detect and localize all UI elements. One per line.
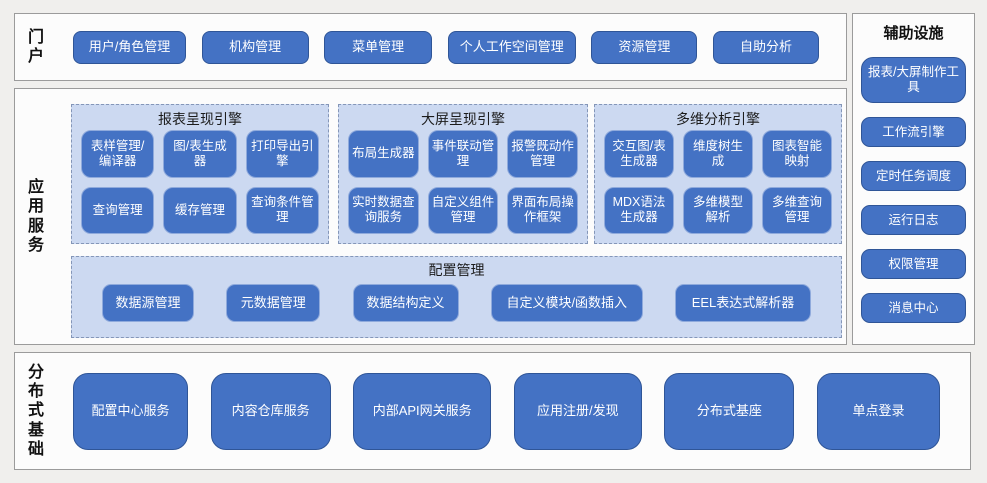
report-engine-panel: 报表呈现引擎 表样管理/编译器 图/表生成器 打印导出引擎 查询管理 缓存管理 … [71,104,329,244]
config-button-row: 数据源管理 元数据管理 数据结构定义 自定义模块/函数插入 EEL表达式解析器 [102,281,811,325]
engine-button-event-linkage[interactable]: 事件联动管理 [427,130,499,178]
config-panel: 配置管理 数据源管理 元数据管理 数据结构定义 自定义模块/函数插入 EEL表达… [71,256,842,338]
config-button-eel-parser[interactable]: EEL表达式解析器 [675,284,811,322]
portal-button-selfservice[interactable]: 自助分析 [712,30,819,64]
config-button-metadata[interactable]: 元数据管理 [226,284,321,322]
engine-button-chart-generator[interactable]: 图/表生成器 [163,130,237,178]
auxiliary-button-column: 报表/大屏制作工具 工作流引擎 定时任务调度 运行日志 权限管理 消息中心 [853,57,974,323]
engine-button-layout-generator[interactable]: 布局生成器 [348,130,419,178]
config-button-datasource[interactable]: 数据源管理 [102,284,194,322]
olap-engine-grid: 交互图/表生成器 维度树生成 图表智能映射 MDX语法生成器 多维模型解析 多维… [604,130,832,234]
auxiliary-section: 辅助设施 报表/大屏制作工具 工作流引擎 定时任务调度 运行日志 权限管理 消息… [852,13,975,345]
screen-engine-grid: 布局生成器 事件联动管理 报警既动作管理 实时数据查询服务 自定义组件管理 界面… [348,130,578,234]
portal-button-user-role[interactable]: 用户/角色管理 [73,30,186,64]
engine-button-print-export[interactable]: 打印导出引擎 [245,130,319,178]
portal-button-resource[interactable]: 资源管理 [591,30,698,64]
dist-button-distributed-base[interactable]: 分布式基座 [664,372,795,450]
olap-engine-panel: 多维分析引擎 交互图/表生成器 维度树生成 图表智能映射 MDX语法生成器 多维… [594,104,842,244]
report-engine-grid: 表样管理/编译器 图/表生成器 打印导出引擎 查询管理 缓存管理 查询条件管理 [81,130,319,234]
config-button-data-structure[interactable]: 数据结构定义 [352,284,459,322]
distributed-button-row: 配置中心服务 内容仓库服务 内部API网关服务 应用注册/发现 分布式基座 单点… [73,353,940,469]
portal-section-label: 门户 [27,28,44,65]
portal-button-row: 用户/角色管理 机构管理 菜单管理 个人工作空间管理 资源管理 自助分析 [73,14,819,80]
app-services-section-label: 应用服务 [27,179,44,254]
portal-button-workspace[interactable]: 个人工作空间管理 [447,30,576,64]
engine-button-multidim-query[interactable]: 多维查询管理 [762,186,832,234]
config-panel-title: 配置管理 [428,262,485,278]
aux-button-task-scheduler[interactable]: 定时任务调度 [861,161,966,191]
portal-section: 门户 用户/角色管理 机构管理 菜单管理 个人工作空间管理 资源管理 自助分析 [14,13,847,81]
distributed-section-label: 分布式基础 [27,364,44,458]
aux-button-report-screen-tools[interactable]: 报表/大屏制作工具 [861,57,966,103]
aux-button-workflow-engine[interactable]: 工作流引擎 [861,117,966,147]
config-button-custom-module[interactable]: 自定义模块/函数插入 [490,284,643,322]
portal-button-org[interactable]: 机构管理 [201,30,309,64]
engine-button-smart-mapping[interactable]: 图表智能映射 [762,130,832,178]
distributed-section: 分布式基础 配置中心服务 内容仓库服务 内部API网关服务 应用注册/发现 分布… [14,352,971,470]
app-services-section: 应用服务 报表呈现引擎 表样管理/编译器 图/表生成器 打印导出引擎 查询管理 … [14,88,847,345]
engine-button-dimension-tree[interactable]: 维度树生成 [683,130,753,178]
engine-button-cache-mgmt[interactable]: 缓存管理 [163,186,237,234]
screen-engine-panel: 大屏呈现引擎 布局生成器 事件联动管理 报警既动作管理 实时数据查询服务 自定义… [338,104,588,244]
engine-button-model-parsing[interactable]: 多维模型解析 [683,186,753,234]
dist-button-api-gateway[interactable]: 内部API网关服务 [353,372,492,450]
portal-button-menu[interactable]: 菜单管理 [324,30,433,64]
engine-button-mdx-generator[interactable]: MDX语法生成器 [604,186,674,234]
dist-button-app-registry[interactable]: 应用注册/发现 [513,372,642,450]
engine-button-query-mgmt[interactable]: 查询管理 [81,186,155,234]
dist-button-config-center[interactable]: 配置中心服务 [73,372,188,450]
engine-button-custom-component[interactable]: 自定义组件管理 [427,186,499,234]
aux-button-message-center[interactable]: 消息中心 [861,293,966,323]
engine-button-alarm-action[interactable]: 报警既动作管理 [507,130,578,178]
engine-button-realtime-query[interactable]: 实时数据查询服务 [348,186,419,234]
engine-button-ui-layout-framework[interactable]: 界面布局操作框架 [507,186,578,234]
engine-button-query-condition[interactable]: 查询条件管理 [245,186,319,234]
olap-engine-title: 多维分析引擎 [676,111,760,127]
dist-button-sso[interactable]: 单点登录 [816,372,940,450]
engine-button-style-compiler[interactable]: 表样管理/编译器 [81,130,155,178]
screen-engine-title: 大屏呈现引擎 [421,111,505,127]
report-engine-title: 报表呈现引擎 [158,111,242,127]
aux-button-permission-mgmt[interactable]: 权限管理 [861,249,966,279]
engine-button-interactive-chart[interactable]: 交互图/表生成器 [604,130,674,178]
auxiliary-section-title: 辅助设施 [883,25,944,42]
dist-button-content-repo[interactable]: 内容仓库服务 [210,372,331,450]
aux-button-run-logs[interactable]: 运行日志 [861,205,966,235]
